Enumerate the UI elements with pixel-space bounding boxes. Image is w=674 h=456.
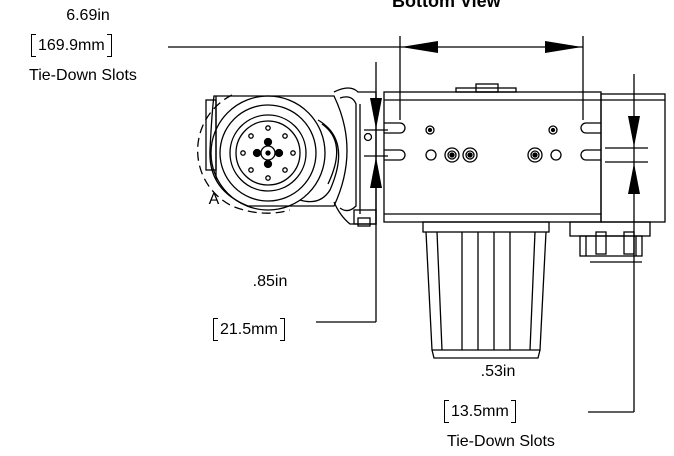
slot-width-dimension-line	[588, 74, 648, 413]
slot-width-inches: .53in	[480, 363, 516, 380]
slot-offset-inches: .85in	[252, 273, 288, 290]
right-end-block	[569, 93, 666, 263]
slot-width-mm: 13.5mm	[444, 400, 516, 423]
detail-label: A	[208, 191, 220, 208]
mounting-holes	[425, 125, 562, 163]
slot-offset-dimension-line	[316, 62, 388, 323]
width-dimension-mm: 169.9mm	[31, 34, 112, 57]
bottom-motor	[422, 221, 550, 359]
width-dimension-line	[168, 36, 584, 120]
main-housing	[383, 83, 602, 223]
slot-offset-mm: 21.5mm	[213, 318, 285, 341]
width-dimension-note: Tie-Down Slots	[29, 67, 137, 84]
left-rotary-end	[205, 87, 377, 227]
tie-down-slot-right	[580, 122, 601, 161]
slot-width-note: Tie-Down Slots	[447, 433, 555, 450]
tie-down-slot-left	[384, 122, 406, 161]
width-dimension-inches: 6.69in	[66, 7, 110, 24]
view-title: Bottom View	[392, 0, 501, 11]
detail-circle	[197, 94, 291, 214]
